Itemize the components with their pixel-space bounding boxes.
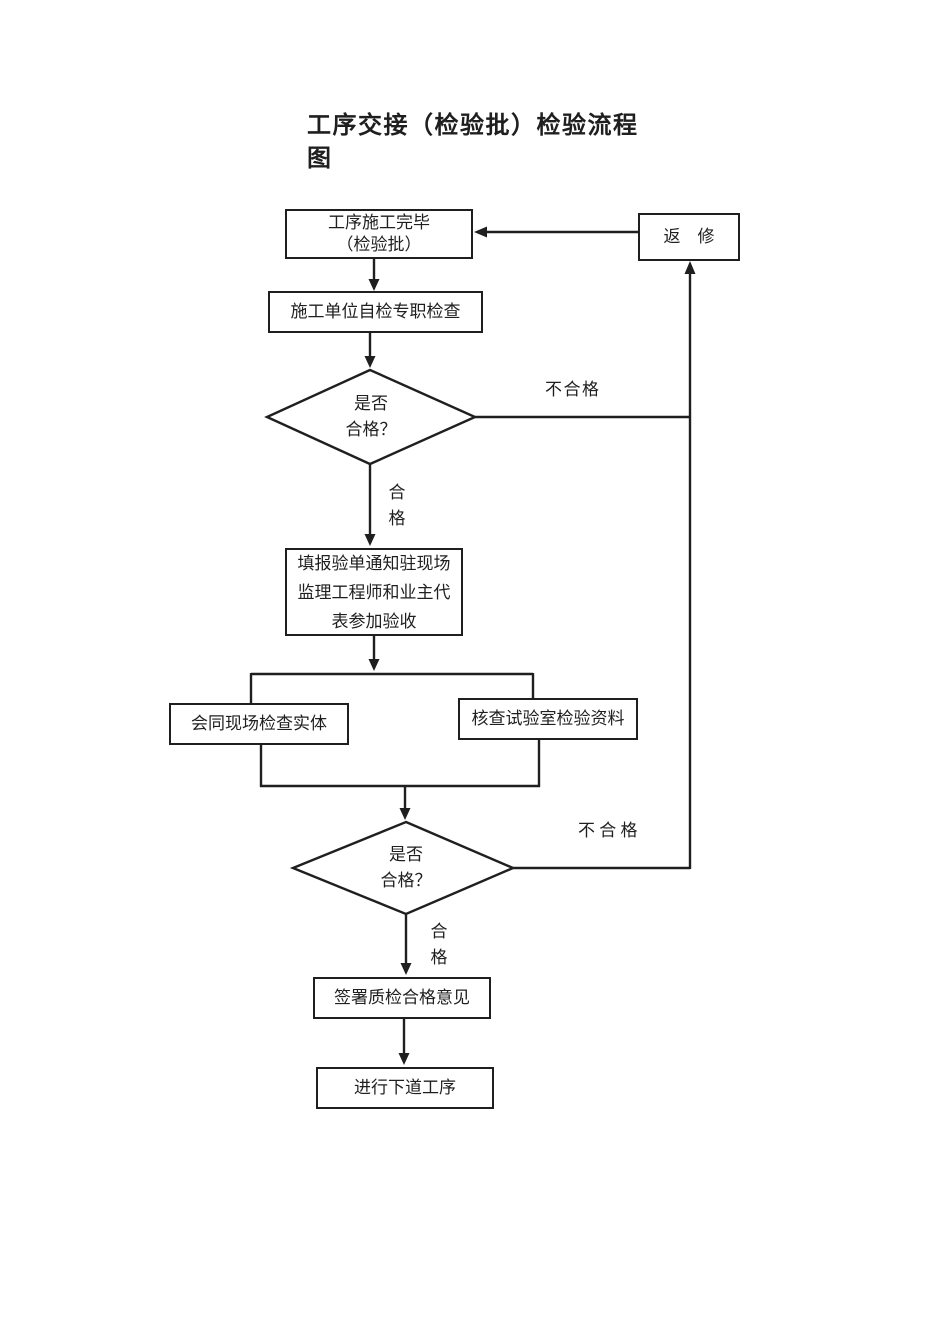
connector-notify-to-split bbox=[368, 635, 380, 671]
node-start: 工序施工完毕 （检验批） bbox=[285, 209, 473, 259]
connector-decision2-pass bbox=[400, 914, 412, 975]
connector-repair-to-start bbox=[474, 226, 638, 238]
connector-decision1-pass bbox=[364, 464, 376, 546]
page-title: 工序交接（检验批）检验流程 图 bbox=[307, 113, 639, 172]
node-entity-check: 会同现场检查实体 bbox=[169, 703, 349, 745]
node-repair: 返 修 bbox=[638, 213, 740, 261]
node-next-process: 进行下道工序 bbox=[316, 1067, 494, 1109]
edge-label-decision1-fail: 不合格 bbox=[545, 380, 601, 399]
node-self-check: 施工单位自检专职检查 bbox=[268, 291, 483, 333]
node-notify: 填报验单通知驻现场 监理工程师和业主代 表参加验收 bbox=[285, 548, 463, 636]
node-sign-opinion: 签署质检合格意见 bbox=[313, 977, 491, 1019]
connector-fail-riser-to-repair bbox=[684, 261, 696, 869]
edge-label-decision1-pass: 合 格 bbox=[388, 483, 406, 528]
connector-selfcheck-to-decision1 bbox=[364, 333, 376, 368]
edge-label-decision2-fail: 不 合 格 bbox=[578, 821, 638, 840]
connector-start-to-selfcheck bbox=[368, 259, 380, 291]
node-lab-check: 核查试验室检验资料 bbox=[458, 698, 638, 740]
connector-join-to-decision2 bbox=[399, 786, 411, 820]
decision1-label: 是否 合格？ bbox=[345, 394, 397, 439]
join-bar bbox=[259, 739, 541, 788]
connector-sign-to-next bbox=[398, 1018, 410, 1065]
decision2-label: 是否 合格？ bbox=[380, 845, 432, 890]
edge-label-decision2-pass: 合 格 bbox=[430, 922, 448, 967]
